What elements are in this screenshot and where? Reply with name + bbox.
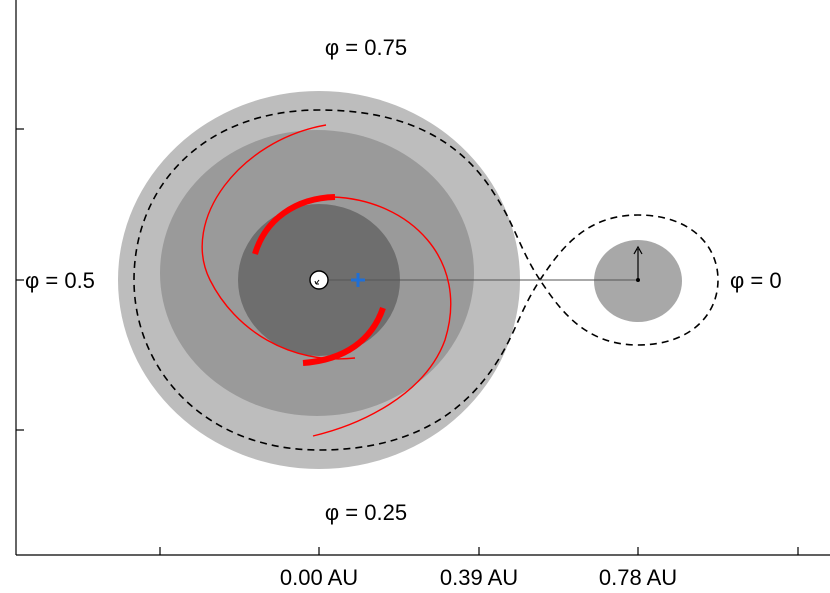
phase-label-right: φ = 0 xyxy=(730,268,782,293)
dot-with-up-arrow-icon xyxy=(633,245,643,282)
spiral-shock-upper xyxy=(252,194,336,255)
spiral-shock-lower xyxy=(302,306,386,366)
spiral-arm-lower xyxy=(312,196,452,437)
phase-label-bottom: φ = 0.25 xyxy=(325,500,407,525)
plus-marker-icon xyxy=(351,273,365,287)
axis-tick-label: 0.78 AU xyxy=(599,565,677,590)
axis-tick-label: 0.00 AU xyxy=(280,565,358,590)
phase-label-left: φ = 0.5 xyxy=(25,268,95,293)
axis-tick-label: 0.39 AU xyxy=(440,565,518,590)
spiral-arm-upper xyxy=(201,124,356,360)
phase-label-top: φ = 0.75 xyxy=(325,35,407,60)
circle-with-arrow-icon xyxy=(309,270,329,290)
roche-lobe-dashed-outline xyxy=(133,109,719,451)
